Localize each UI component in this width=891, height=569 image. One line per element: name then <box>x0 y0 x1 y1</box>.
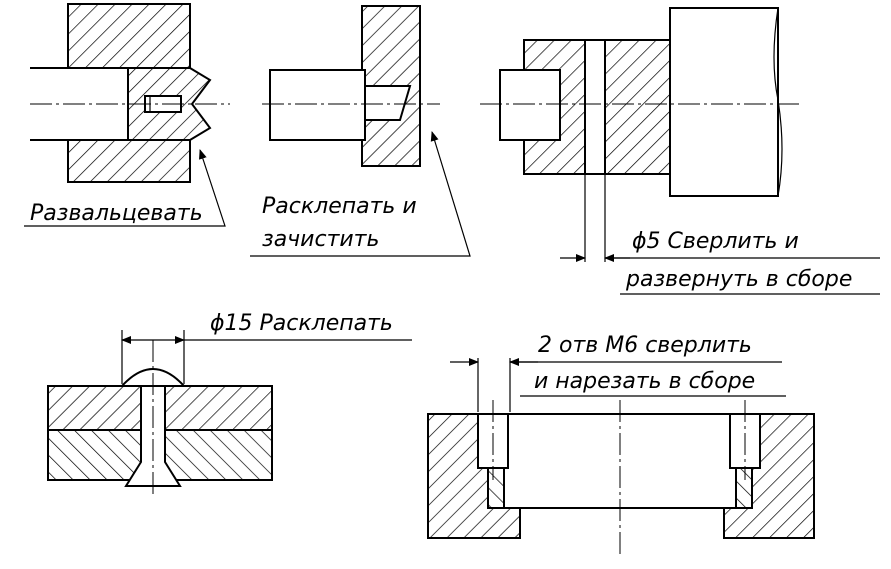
note-rivet-clean-2: зачистить <box>262 227 379 252</box>
note-flare: Развальцевать <box>30 201 203 226</box>
detail-holes-m6: 2 отв М6 сверлить и нарезать в сборе <box>427 333 815 556</box>
note-holes-2: и нарезать в сборе <box>534 369 755 394</box>
detail-rivet15: ϕ15 Расклепать <box>47 311 412 496</box>
note-drill-ream-2: развернуть в сборе <box>625 267 852 292</box>
note-rivet-clean-1: Расклепать и <box>262 194 417 219</box>
detail-flare: Развальцевать <box>24 3 230 227</box>
detail-drill-ream: ϕ5 Сверлить и развернуть в сборе <box>480 7 880 295</box>
note-rivet15: ϕ15 Расклепать <box>210 311 393 336</box>
note-drill-ream-1: ϕ5 Сверлить и <box>632 229 799 254</box>
detail-rivet-clean: Расклепать и зачистить <box>250 5 471 257</box>
note-holes-1: 2 отв М6 сверлить <box>538 333 752 358</box>
